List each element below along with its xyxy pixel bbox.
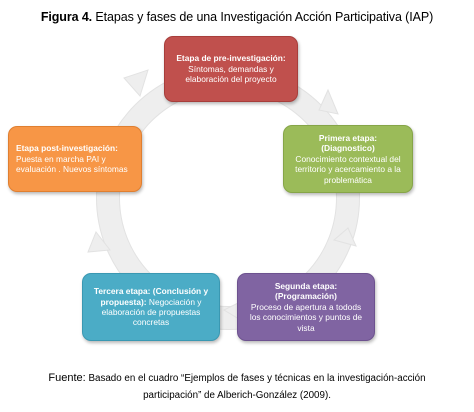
stage-tercera-heading: Tercera etapa: (Conclusión y propuesta): [93,286,209,307]
stage-pre-body: Síntomas, demandas y elaboración del pro… [185,63,277,85]
stage-segunda-heading: Segunda etapa: (Programación) [274,280,338,302]
source-line-2: participación” de Alberich-González (200… [143,390,331,401]
stage-primera-heading: Primera etapa: (Diagnostico) [318,132,378,154]
arrowhead-icon [87,231,111,253]
stage-segunda-etapa: Segunda etapa: (Programación)Proceso de … [237,273,375,341]
figure-source: Fuente: Basado en el cuadro “Ejemplos de… [0,370,474,404]
stage-primera-etapa: Primera etapa: (Diagnostico)Conocimiento… [283,125,413,193]
arrowhead-icon [318,88,339,115]
stage-post-investigacion: Etapa post-investigación:Puesta en march… [8,126,142,192]
arrowhead-icon [123,69,149,97]
stage-pre-investigacion: Etapa de pre-investigación:Síntomas, dem… [164,36,298,102]
arrowhead-icon [332,227,357,247]
stage-segunda-body: Proceso de apertura a todods los conocim… [249,301,363,333]
source-line-1: Basado en el cuadro “Ejemplos de fases y… [88,373,426,384]
stage-post-body: Puesta en marcha PAI y evaluación . Nuev… [16,153,128,175]
figure-title: Figura 4. Etapas y fases de una Investig… [0,10,474,24]
stage-post-heading: Etapa post-investigación: [16,143,118,154]
stage-tercera-etapa: Tercera etapa: (Conclusión y propuesta):… [82,273,220,341]
figure-title-text: Etapas y fases de una Investigación Acci… [95,10,434,24]
stage-tercera-body: Negociación y elaboración de propuestas … [101,296,202,328]
source-lead: Fuente: [48,372,86,384]
stage-pre-heading: Etapa de pre-investigación: [176,53,286,64]
stage-primera-body: Conocimiento contextual del territorio y… [295,153,401,185]
figure-label: Figura 4. [40,10,93,24]
